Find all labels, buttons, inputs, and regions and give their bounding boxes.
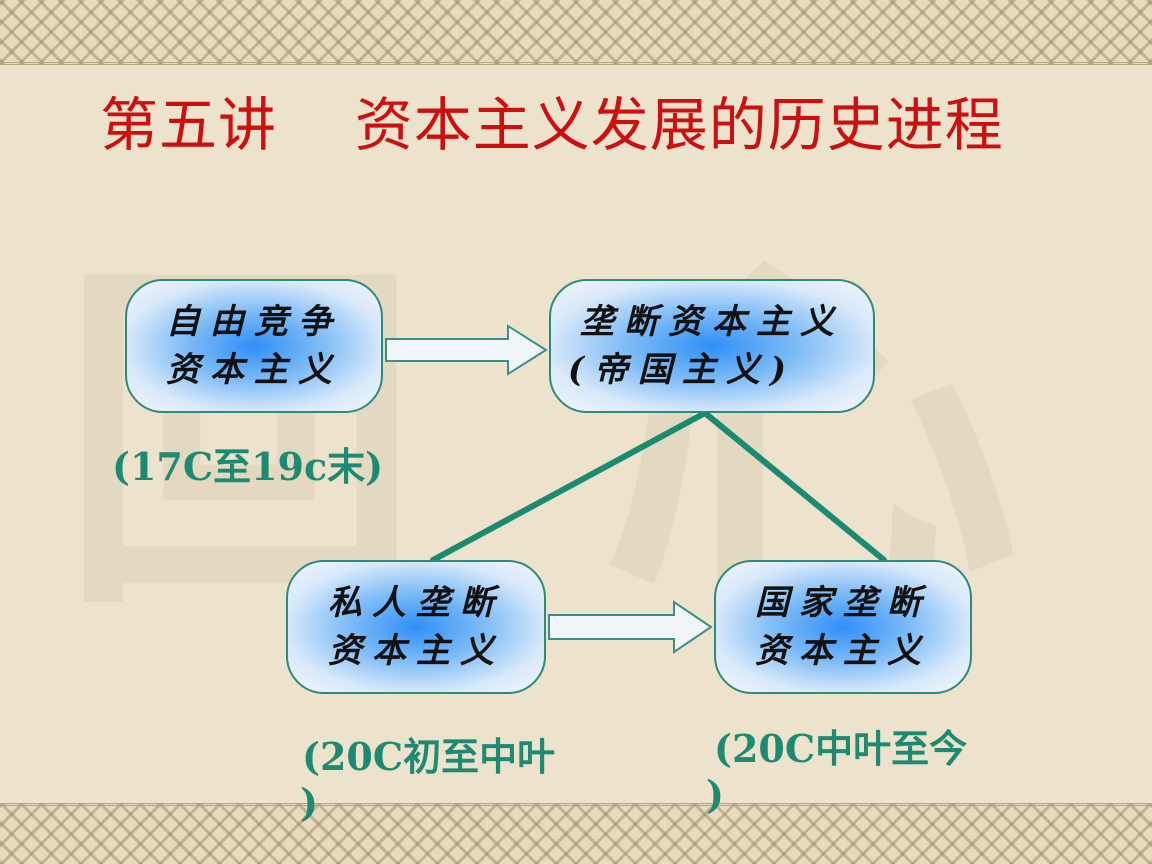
node-private-line2: 资本主义 xyxy=(328,627,504,675)
period-state-monopoly-line1: (20C中叶至今 xyxy=(714,718,967,773)
node-state-line1: 国家垄断 xyxy=(755,579,931,627)
period-state-monopoly-line2: ) xyxy=(706,772,724,817)
node-free-competition-capitalism: 自由竞争 资本主义 xyxy=(125,279,383,413)
arrow-private-to-state xyxy=(549,602,711,652)
node-free-line1: 自由竞争 xyxy=(166,298,342,346)
node-monopoly-line1: 垄断资本主义 xyxy=(580,298,844,346)
connector-monopoly-to-private xyxy=(433,413,705,560)
node-private-monopoly-capitalism: 私人垄断 资本主义 xyxy=(286,560,546,694)
node-state-monopoly-capitalism: 国家垄断 资本主义 xyxy=(714,560,972,694)
period-private-monopoly-line1: (20C初至中叶 xyxy=(302,726,555,781)
node-state-line2: 资本主义 xyxy=(755,627,931,675)
arrow-free-to-monopoly xyxy=(386,326,546,374)
node-monopoly-line2: (帝国主义) xyxy=(568,346,796,394)
period-free-competition: (17C至19c末) xyxy=(112,436,383,491)
node-free-line2: 资本主义 xyxy=(166,346,342,394)
node-monopoly-capitalism: 垄断资本主义 (帝国主义) xyxy=(549,279,875,413)
node-private-line1: 私人垄断 xyxy=(328,579,504,627)
period-private-monopoly-line2: ) xyxy=(300,780,318,825)
connector-monopoly-to-state xyxy=(705,413,884,560)
